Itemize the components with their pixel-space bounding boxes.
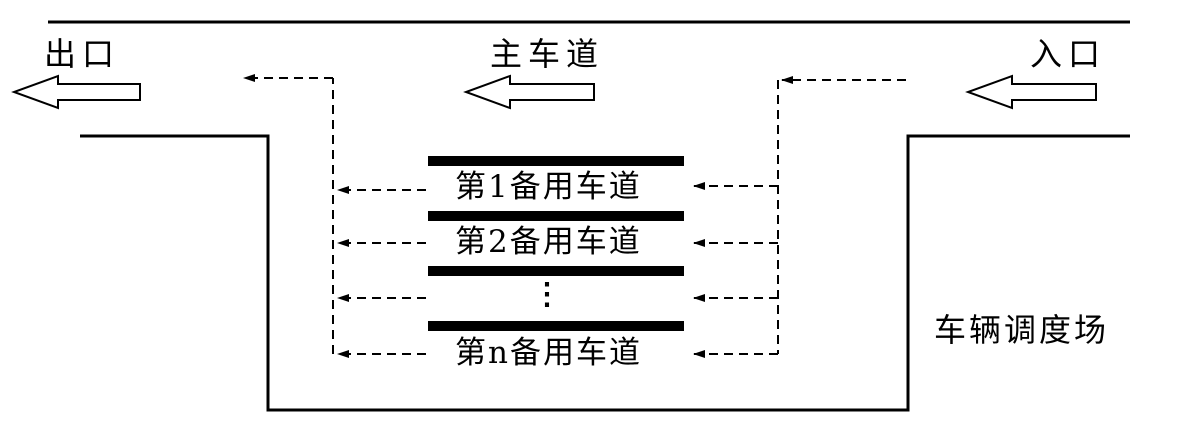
lane-divider [428,156,684,166]
lane-label-n: 第n备用车道 [455,335,642,371]
lane-ellipsis: ⋮ [532,277,562,312]
main-road-arrow-icon [463,74,595,110]
entrance-arrow-icon [965,74,1097,110]
main-road-label: 主车道 [490,35,605,73]
exit-label: 出口 [44,35,121,73]
lane-divider [428,211,684,221]
entrance-label: 入口 [1030,35,1107,73]
depot-label: 车辆调度场 [934,311,1110,349]
lane-label-1: 第1备用车道 [455,169,642,205]
depot-outline [80,134,1130,412]
lane-divider [428,266,684,276]
lane-divider [428,321,684,331]
exit-arrow-icon [11,74,141,110]
lane-label-2: 第2备用车道 [455,224,642,260]
